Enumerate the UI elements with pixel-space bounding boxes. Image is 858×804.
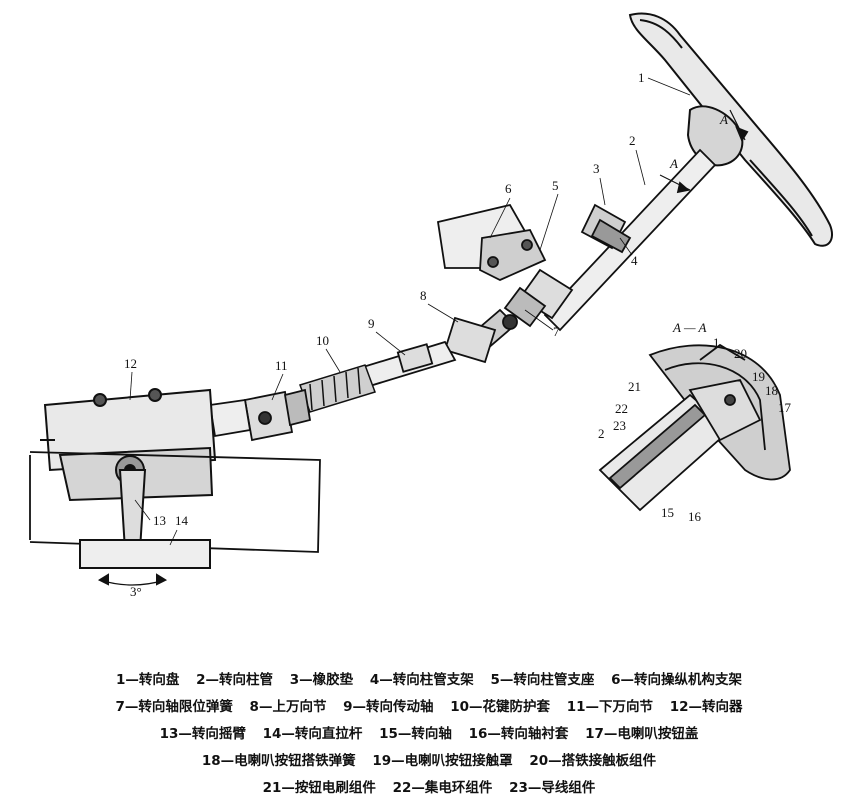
legend-item: 14—转向直拉杆 — [262, 726, 363, 742]
callout-4: 4 — [631, 253, 638, 268]
legend-line-2: 7—转向轴限位弹簧 8—上万向节 9—转向传动轴 10—花键防护套 11—下万向… — [0, 695, 858, 715]
detail-callout-21: 21 — [628, 379, 641, 394]
legend-item: 22—集电环组件 — [392, 780, 493, 796]
legend-line-5: 21—按钮电刷组件 22—集电环组件 23—导线组件 — [0, 776, 858, 796]
detail-callout-19: 19 — [752, 369, 765, 384]
legend-line-1: 1—转向盘 2—转向柱管 3—橡胶垫 4—转向柱管支架 5—转向柱管支座 6—转… — [0, 668, 858, 688]
legend-item: 11—下万向节 — [566, 699, 654, 715]
legend-item: 5—转向柱管支座 — [490, 672, 595, 688]
callout-11: 11 — [275, 358, 288, 373]
callout-5: 5 — [552, 178, 559, 193]
legend-item: 23—导线组件 — [509, 780, 596, 796]
legend-item: 6—转向操纵机构支架 — [611, 672, 742, 688]
callout-13: 13 — [153, 513, 166, 528]
detail-callout-16: 16 — [688, 509, 702, 524]
legend-item: 9—转向传动轴 — [343, 699, 434, 715]
legend-item: 10—花键防护套 — [450, 699, 551, 715]
legend-item: 7—转向轴限位弹簧 — [115, 699, 233, 715]
control-bracket — [436, 203, 547, 281]
legend-item: 2—转向柱管 — [196, 672, 274, 688]
angle-label: 3° — [130, 584, 142, 599]
detail-callout-15: 15 — [661, 505, 674, 520]
callout-2: 2 — [629, 133, 636, 148]
section-label: A — A — [672, 320, 707, 335]
legend-item: 17—电喇叭按钮盖 — [585, 726, 699, 742]
spline-boot — [299, 364, 376, 413]
legend-item: 15—转向轴 — [379, 726, 452, 742]
callout-8: 8 — [420, 288, 427, 303]
section-arrow-label-a1: A — [719, 112, 728, 127]
callout-9: 9 — [368, 316, 375, 331]
detail-callout-2: 2 — [598, 426, 605, 441]
detail-callout-1: 1 — [713, 335, 720, 350]
pitman-arm — [79, 469, 211, 586]
callout-leaders — [129, 77, 691, 546]
legend-item: 21—按钮电刷组件 — [262, 780, 376, 796]
legend-item: 1—转向盘 — [116, 672, 180, 688]
detail-callout-22: 22 — [615, 401, 628, 416]
legend-line-4: 18—电喇叭按钮搭铁弹簧 19—电喇叭按钮接触罩 20—搭铁接触板组件 — [0, 749, 858, 769]
detail-callout-18: 18 — [765, 383, 778, 398]
section-arrow-label-a2: A — [669, 156, 678, 171]
legend-item: 8—上万向节 — [249, 699, 327, 715]
callout-6: 6 — [505, 181, 512, 196]
callout-12: 12 — [124, 356, 137, 371]
legend-item: 4—转向柱管支架 — [369, 672, 474, 688]
detail-callout-20: 20 — [734, 346, 747, 361]
callout-10: 10 — [316, 333, 329, 348]
detail-callout-23: 23 — [613, 418, 626, 433]
detail-callout-17: 17 — [778, 400, 792, 415]
legend-item: 20—搭铁接触板组件 — [529, 753, 657, 769]
legend-item: 16—转向轴衬套 — [468, 726, 569, 742]
steering-column — [503, 148, 717, 332]
steering-system-diagram: 1 2 3 4 5 6 7 8 9 10 11 12 13 14 1 20 19… — [29, 12, 834, 599]
legend-item: 13—转向摇臂 — [159, 726, 246, 742]
legend-item: 18—电喇叭按钮搭铁弹簧 — [201, 753, 356, 769]
parts-legend: 1—转向盘 2—转向柱管 3—橡胶垫 4—转向柱管支架 5—转向柱管支座 6—转… — [0, 662, 858, 802]
callout-labels: 1 2 3 4 5 6 7 8 9 10 11 12 13 14 1 20 19… — [124, 70, 792, 528]
legend-item: 12—转向器 — [669, 699, 743, 715]
section-a-a-detail — [598, 343, 791, 512]
callout-1: 1 — [638, 70, 645, 85]
callout-3: 3 — [593, 161, 600, 176]
legend-item: 3—橡胶垫 — [289, 672, 354, 688]
lower-universal-joint — [208, 388, 312, 442]
legend-item: 19—电喇叭按钮接触罩 — [372, 753, 513, 769]
callout-7: 7 — [553, 324, 560, 339]
callout-14: 14 — [175, 513, 189, 528]
legend-line-3: 13—转向摇臂 14—转向直拉杆 15—转向轴 16—转向轴衬套 17—电喇叭按… — [0, 722, 858, 742]
